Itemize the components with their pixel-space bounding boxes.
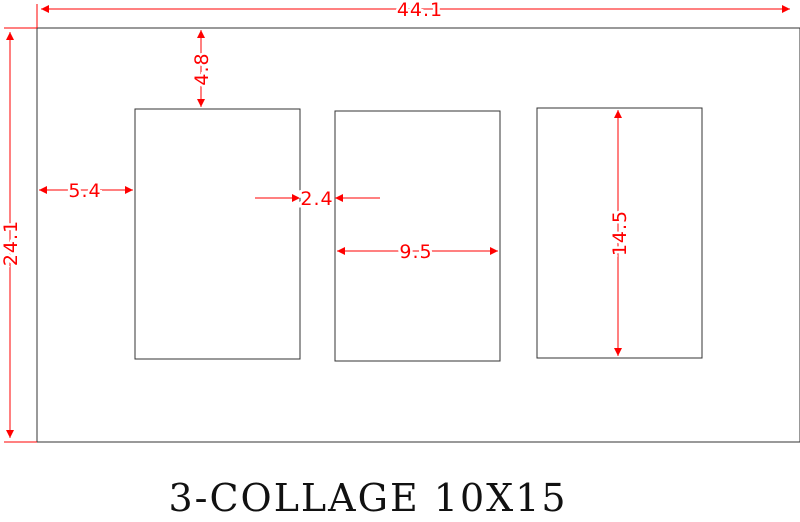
- drawing-title: 3-COLLAGE 10X15: [168, 476, 567, 520]
- mat-outline: [36, 27, 800, 443]
- opening-2: [334, 110, 501, 362]
- dimension-overall-height-label: 24.1: [0, 220, 22, 266]
- dimension-overall-width: [36, 4, 790, 28]
- dimension-side-margin-label: 5.4: [68, 180, 101, 202]
- dimension-opening-width-label: 9.5: [399, 241, 432, 263]
- dimension-overall-width-label: 44.1: [397, 0, 443, 21]
- opening-3: [536, 107, 703, 359]
- dimension-overall-height: [4, 27, 37, 443]
- opening-1: [134, 108, 301, 360]
- dimension-gap-label: 2.4: [300, 188, 333, 210]
- dimension-opening-height-label: 14.5: [609, 210, 631, 256]
- dimension-top-margin-label: 4.8: [191, 52, 213, 85]
